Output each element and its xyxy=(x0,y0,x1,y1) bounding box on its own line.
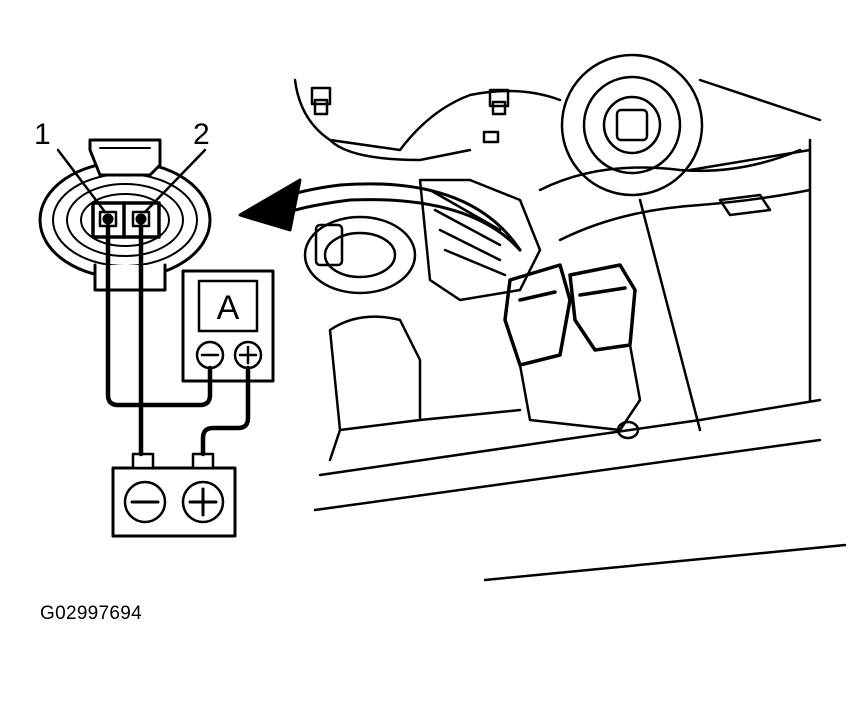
direction-arrow xyxy=(238,178,522,252)
ammeter-symbol: A xyxy=(217,289,240,327)
battery-positive-terminal xyxy=(181,480,225,524)
battery xyxy=(111,452,237,538)
test-wires xyxy=(105,223,251,457)
pin-2-label: 2 xyxy=(193,118,210,151)
pin-2-terminal xyxy=(135,213,147,225)
connector-face xyxy=(38,138,212,292)
ammeter: A xyxy=(181,269,275,383)
pin-1-label: 1 xyxy=(34,118,51,151)
engine-bay-illustration xyxy=(293,53,847,582)
pin-1-terminal xyxy=(102,213,114,225)
battery-negative-terminal xyxy=(123,480,167,524)
figure-caption: G02997694 xyxy=(40,603,143,624)
